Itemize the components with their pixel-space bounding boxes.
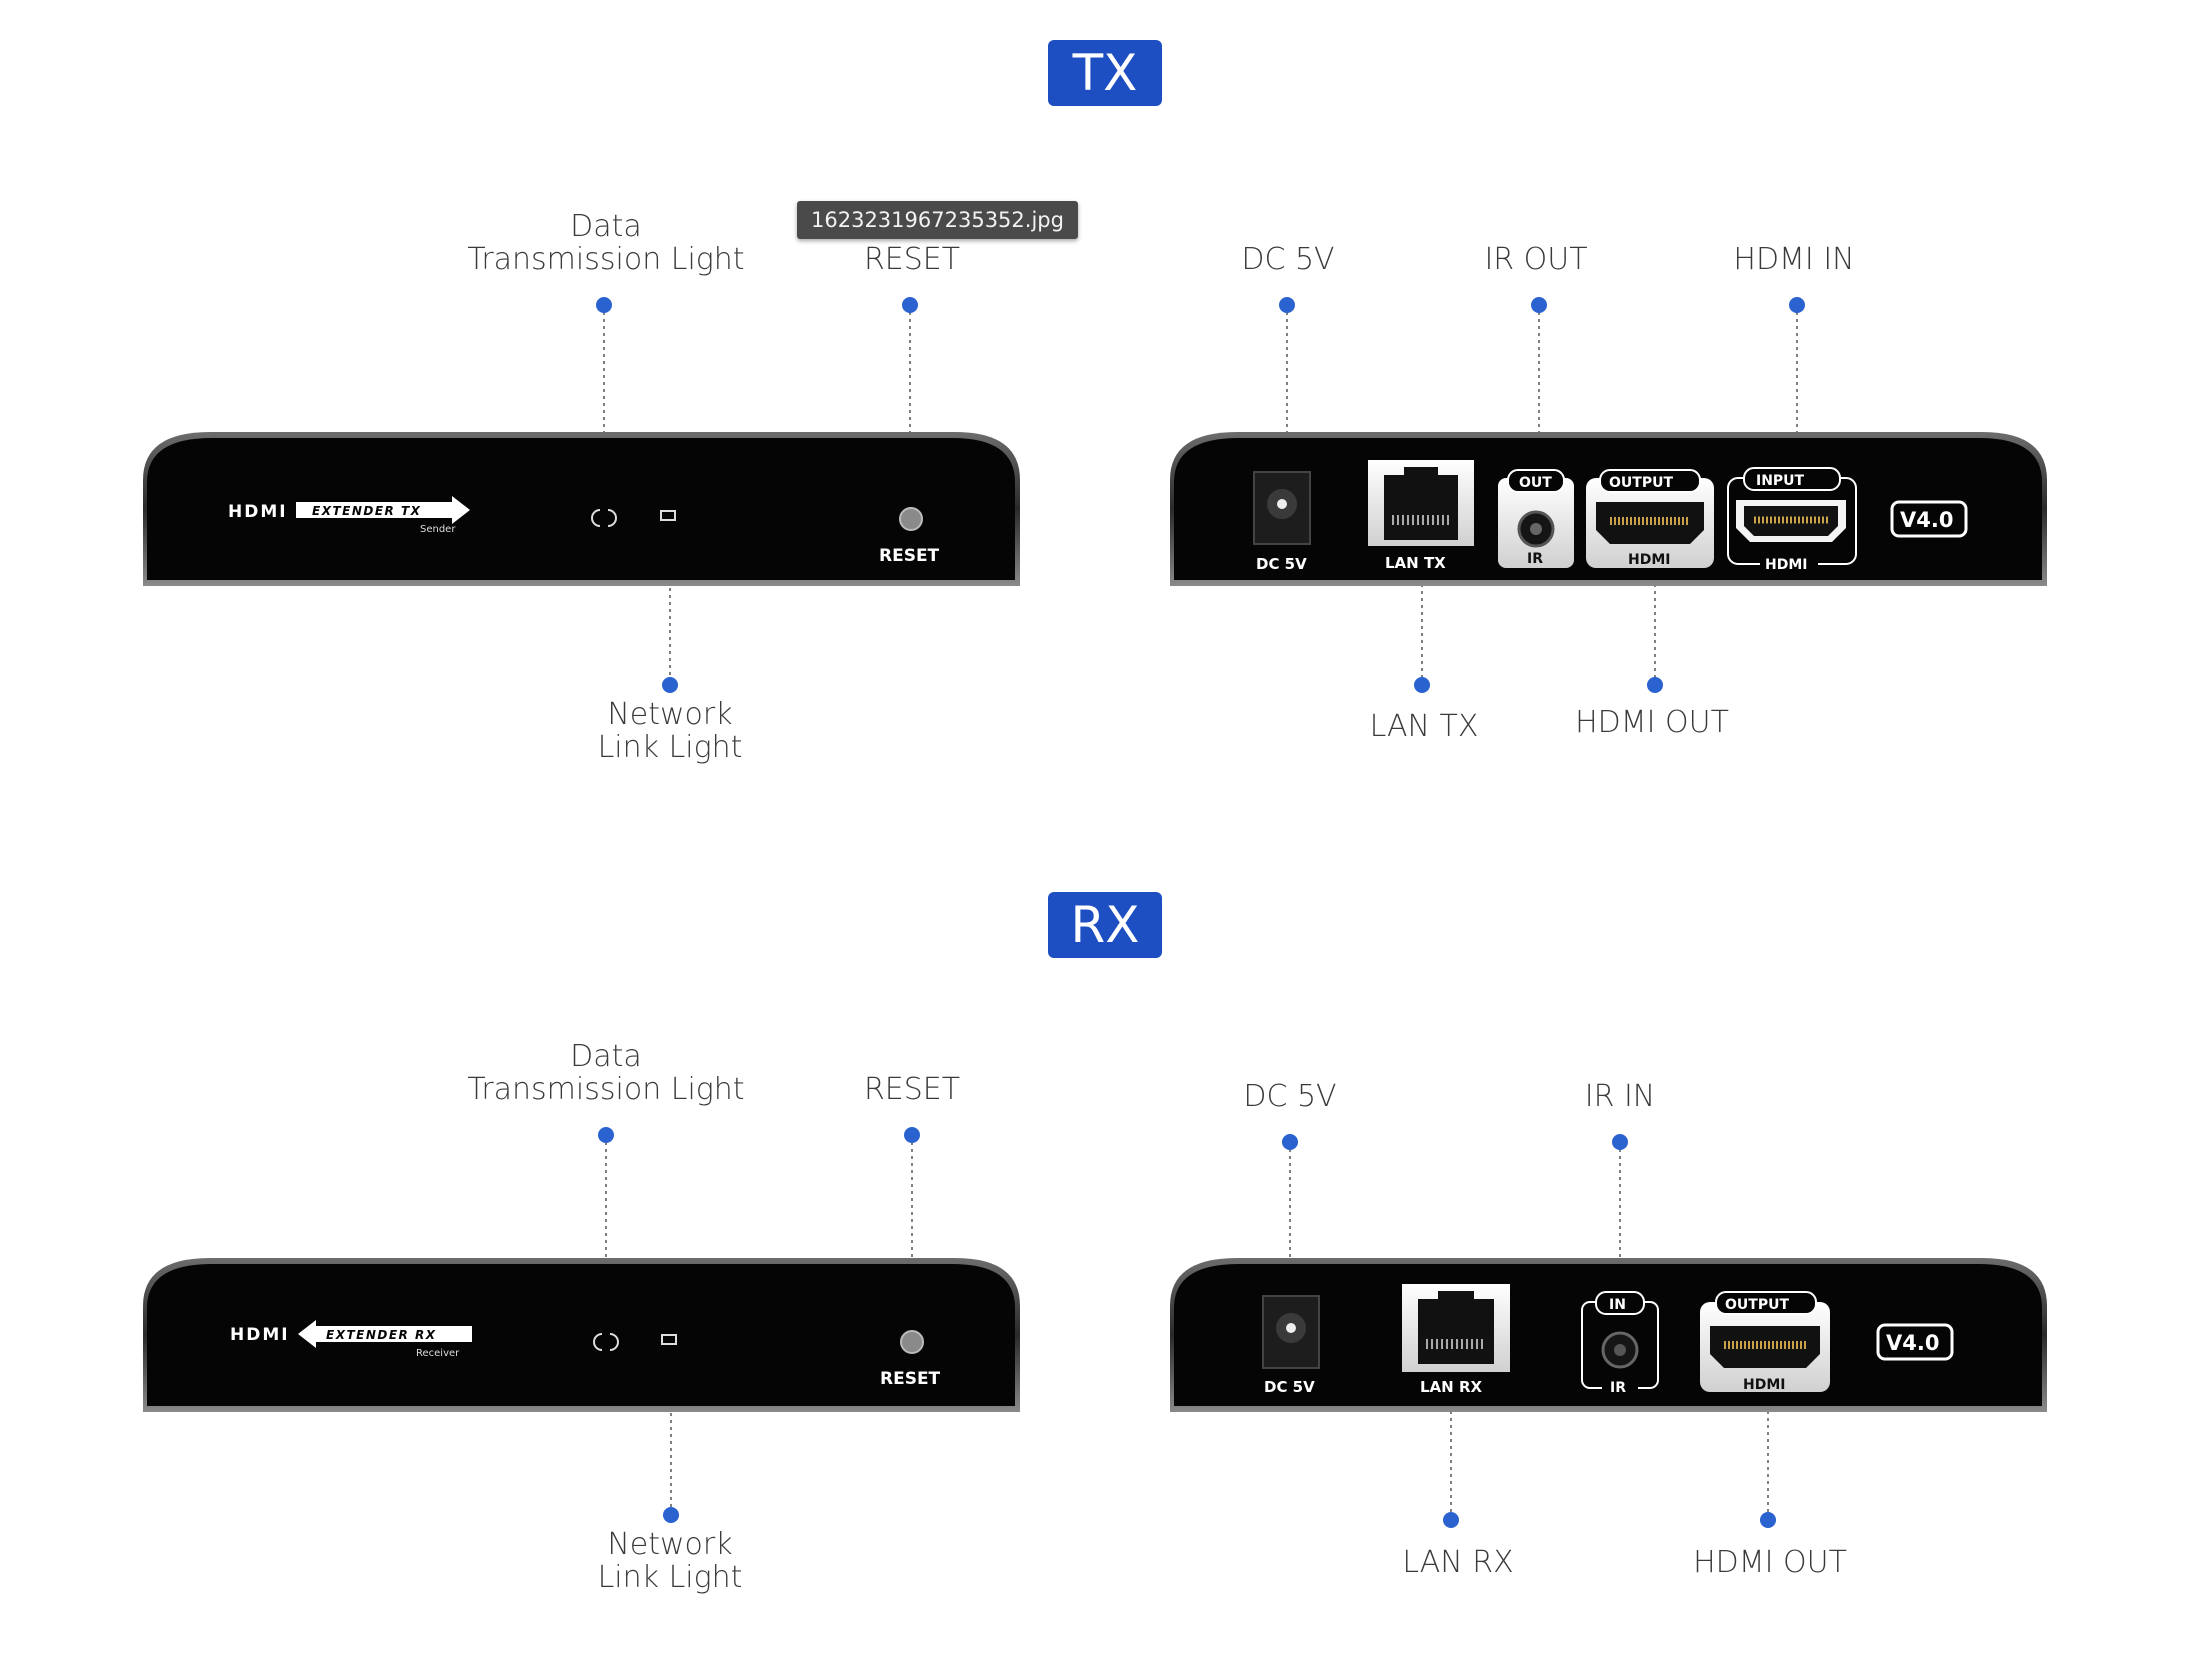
rx-ir-in-dot [1612,1134,1628,1150]
tx-network-light-icon [660,510,676,521]
tx-version-print: V4.0 [1900,508,1953,532]
rx-reset-label: RESET [863,1072,961,1107]
tx-hdmi-output-print: HDMI [1628,552,1670,568]
rx-lan-print: LAN RX [1420,1378,1482,1396]
rx-reset-dot [904,1127,920,1143]
tx-version-box [1890,500,1968,538]
rx-dc-print: DC 5V [1264,1378,1315,1396]
rx-back-device: DC 5V LAN RX IN IR OUTPUT HDMI V4.0 [1170,1258,2047,1412]
tx-lan-label: LAN TX [1369,709,1479,744]
tx-data-light-dot [596,297,612,313]
rx-callout-dots [598,1127,1776,1528]
tx-hdmi-output-top-print: OUTPUT [1609,475,1673,491]
tx-network-light-label: Network Link Light [597,697,743,765]
rx-lan-label: LAN RX [1402,1545,1514,1580]
rx-front-device: HDMI EXTENDER RX Receiver RESET [143,1258,1020,1412]
tx-hdmi-in-dot [1789,297,1805,313]
tx-ir-top-print: OUT [1519,475,1552,491]
tx-sub-print: Sender [420,524,456,535]
tx-hdmi-input-top-print: INPUT [1756,473,1805,489]
tx-model-print: EXTENDER TX [312,504,421,518]
rx-dc-jack [1262,1295,1320,1369]
tx-ir-out-dot [1531,297,1547,313]
tx-reset-hole [899,507,923,531]
rx-data-light-label: Data Transmission Light [467,1039,745,1107]
rx-dc-dot [1282,1134,1298,1150]
tx-callout-dots [596,297,1805,693]
tx-ir-out-label: IR OUT [1484,242,1588,277]
tx-badge: TX [1048,40,1162,106]
rx-hdmi-output-print: HDMI [1743,1377,1785,1393]
rx-ir-in-label: IR IN [1584,1079,1656,1114]
rx-network-light-icon [661,1334,677,1345]
tx-dc-label: DC 5V [1241,242,1335,277]
rx-version-box [1876,1323,1954,1361]
rx-data-light-icon [593,1333,619,1351]
rx-brand-print: HDMI [230,1325,290,1345]
tx-reset-print: RESET [879,546,940,566]
tx-hdmi-input-print: HDMI [1765,557,1807,573]
tx-ir-print: IR [1527,551,1543,567]
tx-reset-dot [902,297,918,313]
rx-network-light-dot [663,1507,679,1523]
tx-brand-print: HDMI [228,502,288,522]
rx-hdmi-out-dot [1760,1512,1776,1528]
rx-network-light-label: Network Link Light [597,1527,743,1595]
rx-reset-print: RESET [880,1369,941,1389]
rx-ir-top-print: IN [1609,1297,1626,1313]
tx-lan-dot [1414,677,1430,693]
tx-back-device: DC 5V LAN TX OUT IR OUTPUT HDMI INPUT [1170,432,2047,586]
rx-hdmi-output-top-print: OUTPUT [1725,1297,1789,1313]
tx-front-device: HDMI EXTENDER TX Sender RESET [143,432,1020,586]
tx-lan-print: LAN TX [1385,554,1446,572]
rx-data-light-dot [598,1127,614,1143]
tx-data-light-label: Data Transmission Light [467,209,745,277]
rx-version-print: V4.0 [1886,1331,1939,1355]
tx-reset-label: RESET [863,242,961,277]
rx-badge: RX [1048,892,1162,958]
tx-dc-dot [1279,297,1295,313]
tx-arrow-band [296,496,470,524]
rx-lan-dot [1443,1512,1459,1528]
tx-hdmi-in-label: HDMI IN [1733,242,1855,277]
tx-data-light-icon [591,509,617,527]
rx-sub-print: Receiver [416,1348,460,1359]
rx-model-print: EXTENDER RX [326,1328,436,1342]
tx-network-light-dot [662,677,678,693]
tx-dc-print: DC 5V [1256,555,1307,573]
tx-hdmi-out-dot [1647,677,1663,693]
rx-arrow-band [298,1320,472,1348]
rx-reset-hole [900,1330,924,1354]
filename-tooltip: 1623231967235352.jpg [797,201,1078,239]
tx-leader-lines [603,305,1798,685]
rx-hdmi-out-label: HDMI OUT [1693,1545,1847,1580]
rx-ir-print: IR [1610,1380,1626,1396]
rx-dc-label: DC 5V [1243,1079,1337,1114]
tx-hdmi-out-label: HDMI OUT [1575,705,1729,740]
